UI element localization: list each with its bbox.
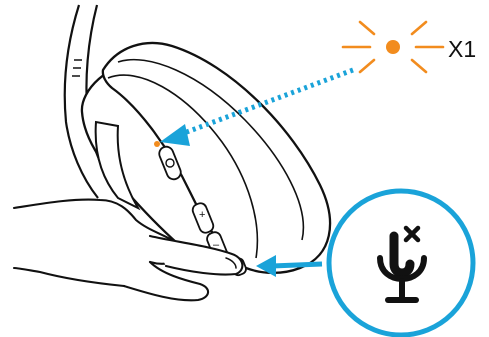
led-indicator	[343, 22, 443, 72]
plus-icon: +	[199, 209, 205, 221]
led-dot-icon	[386, 40, 400, 54]
badge-ring	[329, 191, 473, 335]
blink-count-label: X1	[448, 36, 476, 63]
mic-mute-badge	[329, 191, 473, 335]
earcup-led	[154, 141, 160, 147]
